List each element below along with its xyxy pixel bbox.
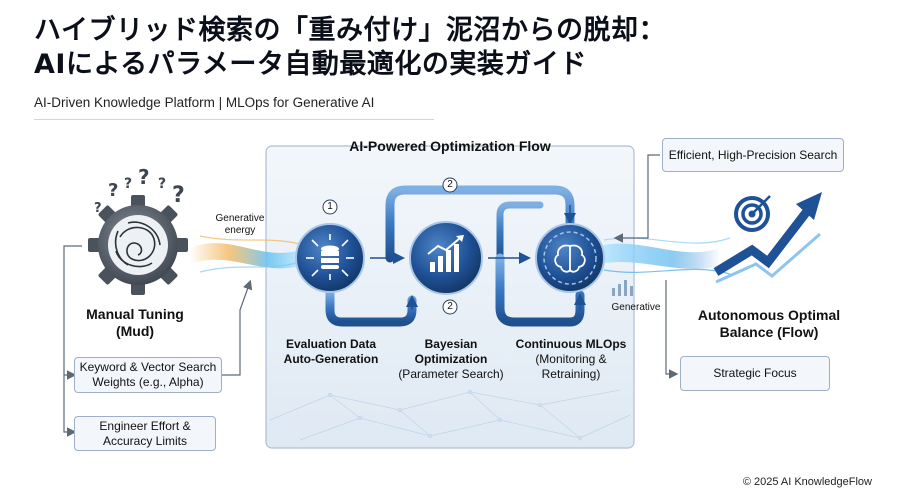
gear-icon [88,195,188,295]
energy-stream-right [600,243,720,269]
weights-box: Keyword & Vector Search Weights (e.g., A… [74,357,222,393]
efficient-search-box: Efficient, High-Precision Search [662,138,844,172]
title-line-1: ハイブリッド検索の「重み付け」泥沼からの脱却： [34,15,666,46]
autonomous-line-2: Balance (Flow) [719,324,819,340]
step-1-label: Evaluation Data Auto-Generation [276,337,386,367]
generative-energy-line-1: Generative [215,213,265,224]
step-3-line-3: Retraining) [541,367,601,381]
target-growth-icon [713,192,822,284]
weights-box-line-1: Keyword & Vector Search [79,360,217,374]
strategic-focus-box: Strategic Focus [680,356,830,391]
page-subtitle: AI-Driven Knowledge Platform | MLOps for… [34,95,375,110]
node-continuous-mlops [535,223,605,293]
weights-box-line-2: Weights (e.g., Alpha) [92,375,204,389]
manual-tuning-line-1: Manual Tuning [86,306,184,322]
copyright-notice: © 2025 AI KnowledgeFlow [742,476,872,488]
svg-text:?: ? [124,176,132,192]
manual-tuning-line-2: (Mud) [115,323,155,339]
step-2-number-bottom: 2 [447,301,453,312]
step-number-badges [322,177,458,315]
node-evaluation-data [295,223,365,293]
effort-box-line-2: Accuracy Limits [102,433,187,448]
step-1-line-1: Evaluation Data [285,337,377,351]
pipe-loop-bottom [325,287,417,327]
effort-box: Engineer Effort & Accuracy Limits [74,416,216,451]
energy-stream-left-2 [199,235,301,245]
svg-text:?: ? [108,180,118,201]
svg-text:?: ? [138,165,150,189]
page-title: ハイブリッド検索の「重み付け」泥沼からの脱却： AIによるパラメータ自動最適化の… [34,14,874,82]
step-3-line-1: Continuous MLOps [515,337,627,351]
pipe-loop-bottom-right [495,253,585,327]
question-marks: ? ? ? ? ? ? [94,165,185,216]
network-mesh [269,389,631,441]
pipe-loop-top-inner [496,201,544,262]
pipe-loop-top [385,185,575,263]
step-2-line-2: Optimization [414,352,488,366]
autonomous-line-1: Autonomous Optimal [697,307,841,323]
flow-arrows [370,205,586,310]
step-2-label: Bayesian Optimization (Parameter Search) [396,337,506,382]
left-connectors [63,245,253,437]
step-2-line-3: (Parameter Search) [398,367,504,381]
mini-bars-icon [612,280,633,296]
step-2-number-top: 2 [447,179,453,190]
database-icon [306,234,354,280]
manual-tuning-heading: Manual Tuning (Mud) [60,306,210,340]
autonomous-balance-heading: Autonomous Optimal Balance (Flow) [684,307,854,341]
generative-label-right: Generative [611,302,661,313]
energy-stream-left [190,243,300,269]
flow-title: AI-Powered Optimization Flow [349,138,551,154]
title-line-2: AIによるパラメータ自動最適化の実装ガイド [34,49,587,80]
generative-energy-line-2: energy [224,225,256,236]
right-connectors [613,154,679,379]
svg-text:?: ? [158,176,166,192]
svg-text:?: ? [172,183,185,208]
generative-energy-label: Generative energy [200,213,280,237]
step-1-line-2: Auto-Generation [283,352,379,366]
node-bayesian-optimization [409,221,483,295]
brain-icon [554,244,586,273]
svg-text:?: ? [94,201,102,216]
step-1-number: 1 [327,201,333,212]
energy-stream-left-3 [199,261,301,273]
effort-box-line-1: Engineer Effort & [99,418,191,433]
step-2-line-1: Bayesian [424,337,478,351]
subtitle-divider [34,119,434,120]
step-3-line-2: (Monitoring & [535,352,607,366]
flow-panel [265,145,635,449]
step-3-label: Continuous MLOps (Monitoring & Retrainin… [515,337,627,382]
chart-growth-icon [427,235,464,272]
